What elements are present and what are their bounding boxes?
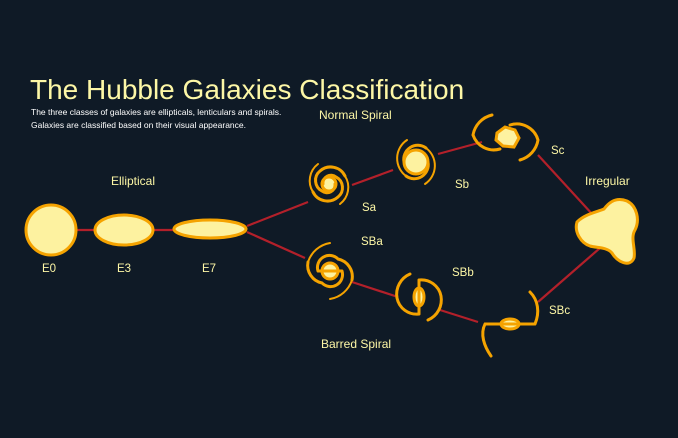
connector-sba-sbb: [351, 280, 399, 299]
subtitle-line-1: The three classes of galaxies are ellipt…: [31, 107, 281, 117]
sa-label: Sa: [362, 202, 377, 214]
elliptical-label: Elliptical: [111, 174, 155, 188]
galaxy-sbb: [395, 272, 443, 322]
galaxy-e0: [24, 203, 78, 257]
e7-label: E7: [202, 263, 216, 275]
barred-spiral-label: Barred Spiral: [321, 337, 391, 351]
irregular-label: Irregular: [585, 174, 630, 188]
connector-sc-irregular: [537, 154, 594, 216]
galaxy-e3: [93, 213, 155, 247]
sbc-label: SBc: [549, 305, 570, 317]
galaxy-irregular: [574, 197, 639, 265]
galaxy-e7: [172, 218, 248, 240]
connector-sb-sc: [437, 140, 483, 156]
connector-e7-sa: [246, 200, 309, 228]
page-title: The Hubble Galaxies Classification: [30, 74, 464, 105]
galaxy-sb: [396, 139, 436, 185]
galaxy-sc: [471, 113, 540, 162]
normal-spiral-label: Normal Spiral: [319, 108, 392, 122]
e3-label: E3: [117, 263, 131, 275]
connector-sbb-sbc: [439, 308, 479, 324]
sc-label: Sc: [551, 145, 565, 157]
connector-e7-sba: [246, 230, 306, 260]
galaxy-sbc: [481, 290, 540, 358]
galaxy-sa: [308, 163, 350, 205]
sba-label: SBa: [361, 236, 383, 248]
connectors: [77, 140, 601, 324]
sb-label: Sb: [455, 179, 469, 191]
subtitle-line-2: Galaxies are classified based on their v…: [31, 120, 246, 130]
sbb-label: SBb: [452, 267, 474, 279]
connector-sa-sb: [351, 168, 394, 187]
connector-sbc-irregular: [537, 247, 601, 303]
galaxy-sba: [306, 242, 354, 300]
e0-label: E0: [42, 263, 56, 275]
